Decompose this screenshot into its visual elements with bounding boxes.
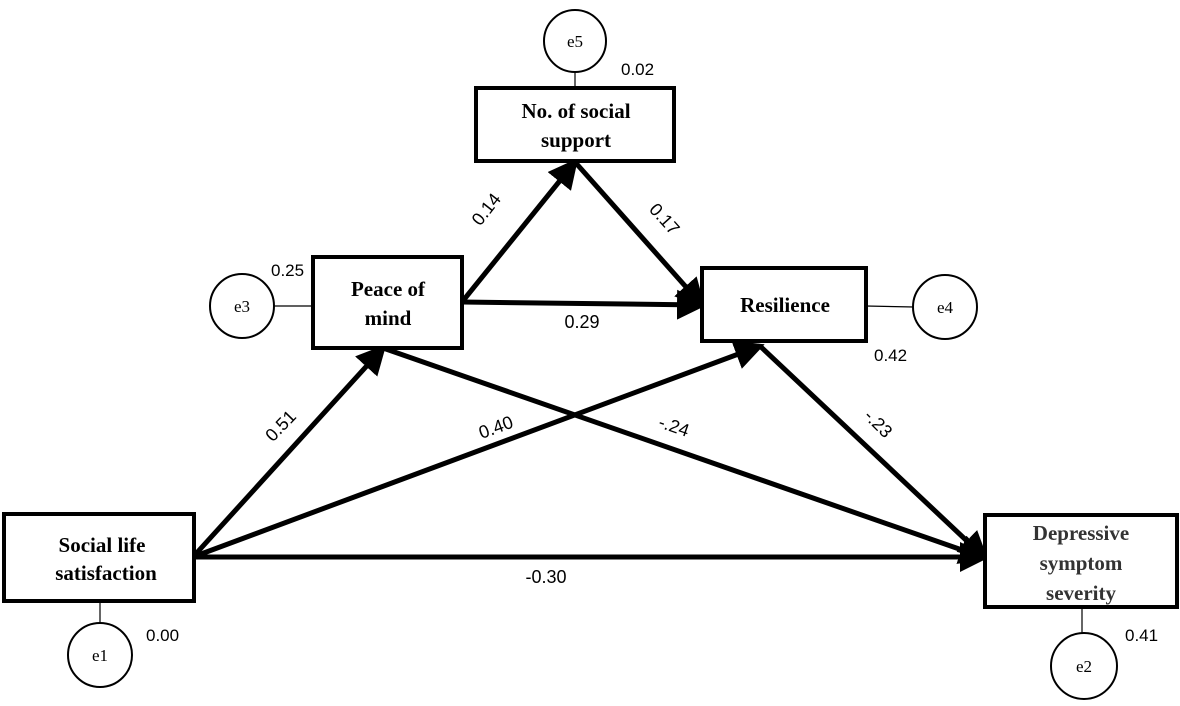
path-support-to-resilience bbox=[573, 160, 706, 309]
error-e1-label: e1 bbox=[92, 646, 108, 665]
path-peace-to-support bbox=[460, 158, 579, 304]
coef-peace-to-support: 0.14 bbox=[468, 189, 505, 229]
path-resilience-to-depressive bbox=[758, 344, 989, 562]
coef-support-to-resilience: 0.17 bbox=[645, 199, 683, 238]
error-e1-circle bbox=[67, 622, 133, 688]
node-resilience-box bbox=[700, 266, 868, 343]
error-e2-label: e2 bbox=[1076, 657, 1092, 676]
error-e5-circle bbox=[543, 9, 607, 73]
r2-e4: 0.42 bbox=[874, 346, 907, 365]
node-peace-of-mind-box bbox=[311, 255, 464, 350]
path-social-to-resilience bbox=[192, 340, 765, 560]
node-depressive-label-3: severity bbox=[1046, 581, 1116, 605]
node-resilience-label: Resilience bbox=[740, 293, 830, 317]
node-depressive-box bbox=[983, 513, 1179, 609]
node-depressive-label-2: symptom bbox=[1040, 551, 1123, 575]
coef-social-to-depressive: -0.30 bbox=[525, 567, 566, 587]
node-support-label-1: No. of social bbox=[521, 99, 630, 123]
coef-social-to-peace: 0.51 bbox=[261, 406, 300, 445]
coef-peace-to-resilience: 0.29 bbox=[564, 312, 599, 332]
node-peace-label-2: mind bbox=[365, 306, 412, 330]
error-e2-circle bbox=[1050, 632, 1118, 700]
r2-e1: 0.00 bbox=[146, 626, 179, 645]
node-social-life-satisfaction-box bbox=[2, 512, 196, 603]
r2-e5: 0.02 bbox=[621, 60, 654, 79]
coef-resilience-to-depressive: -.23 bbox=[860, 406, 896, 442]
error-e4-label: e4 bbox=[937, 298, 954, 317]
error-e3-label: e3 bbox=[234, 297, 250, 316]
node-social-support-box bbox=[474, 86, 676, 163]
path-peace-to-depressive bbox=[382, 345, 990, 564]
error-e4-circle bbox=[912, 274, 978, 340]
r2-e3: 0.25 bbox=[271, 261, 304, 280]
error-e5-label: e5 bbox=[567, 32, 583, 51]
node-social-life-label-2: satisfaction bbox=[55, 561, 157, 585]
e4-connector bbox=[865, 305, 915, 308]
error-e3-circle bbox=[209, 273, 275, 339]
node-depressive-label-1: Depressive bbox=[1033, 521, 1129, 545]
r2-e2: 0.41 bbox=[1125, 626, 1158, 645]
node-peace-label-1: Peace of bbox=[351, 277, 426, 301]
path-social-to-peace bbox=[191, 344, 387, 559]
path-peace-to-resilience bbox=[461, 289, 707, 320]
node-support-label-2: support bbox=[541, 128, 611, 152]
coef-peace-to-depressive: -.24 bbox=[656, 412, 692, 441]
node-social-life-label-1: Social life bbox=[59, 533, 146, 557]
